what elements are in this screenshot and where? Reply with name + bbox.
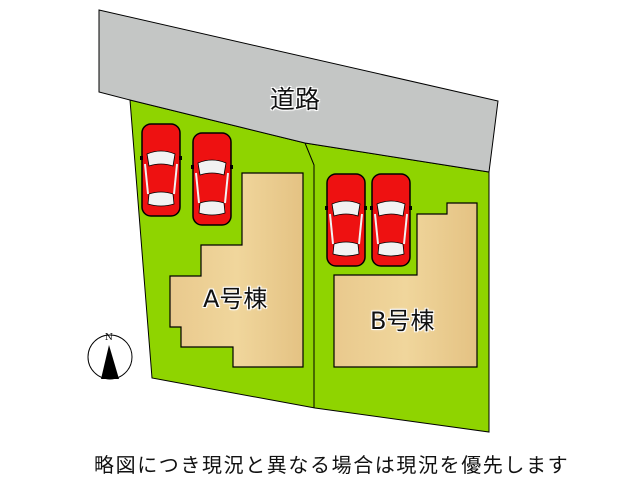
- compass-north-label: N: [105, 333, 113, 343]
- building-a: [169, 172, 304, 368]
- building-a-label: A号棟: [203, 285, 268, 313]
- disclaimer-caption: 略図につき現況と異なる場合は現況を優先します: [94, 453, 570, 477]
- building-b-label: B号棟: [370, 307, 435, 335]
- car-icon: [139, 123, 183, 217]
- compass-icon: [87, 334, 133, 380]
- lot-divider: [304, 142, 315, 408]
- road-label: 道路: [270, 85, 321, 114]
- car-icon: [369, 173, 413, 267]
- car-icon: [190, 132, 234, 226]
- car-icon: [324, 173, 368, 267]
- building-b: [333, 202, 478, 368]
